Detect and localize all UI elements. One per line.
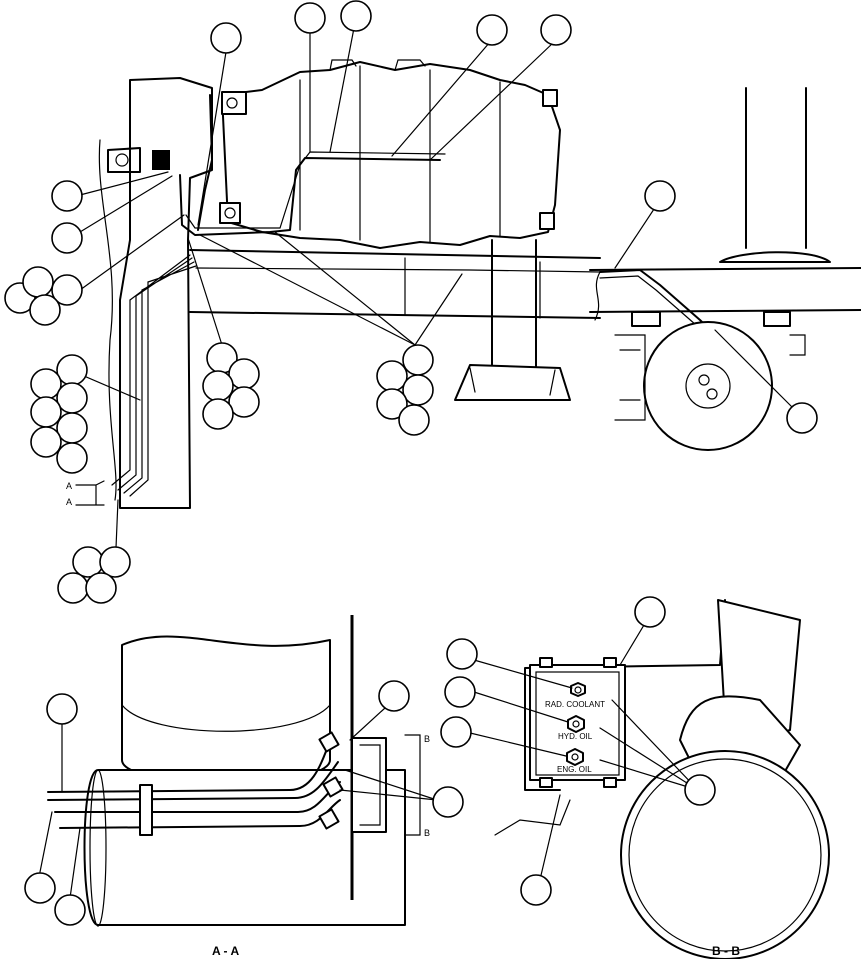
label-eng-oil: ENG. OIL xyxy=(557,765,592,774)
callout-bubble xyxy=(30,396,62,428)
sight-gauge-hyd-oil xyxy=(567,715,585,733)
callout-bubble xyxy=(294,2,326,34)
callout-bubble xyxy=(402,374,434,406)
drive-wheel xyxy=(643,321,773,451)
callout-bubble xyxy=(228,386,260,418)
callout-bubble xyxy=(202,370,234,402)
callout-bubble xyxy=(56,354,88,386)
callout-bubbles xyxy=(4,0,818,926)
section-label-b-upper: B xyxy=(424,734,430,744)
bb-wheel xyxy=(620,750,830,959)
callout-bubble xyxy=(30,368,62,400)
callout-bubble xyxy=(376,388,408,420)
line-bundle-vertical xyxy=(111,281,149,497)
label-hyd-oil: HYD. OIL xyxy=(558,732,593,741)
section-label-b-lower: B xyxy=(424,828,430,838)
callout-bubble xyxy=(24,872,56,904)
callout-bubble xyxy=(51,222,83,254)
callout-bubble xyxy=(46,693,78,725)
hydraulic-tank xyxy=(119,77,213,509)
tank-fitting xyxy=(107,147,141,173)
callout-bubble xyxy=(22,266,54,298)
section-mark-a xyxy=(75,480,105,506)
callout-bubble xyxy=(99,546,131,578)
lift-cylinder xyxy=(745,87,807,249)
filter-element xyxy=(152,150,170,170)
view-aa-label: A - A xyxy=(212,944,239,958)
callout-bubble xyxy=(340,0,372,32)
callout-bubble xyxy=(51,274,83,306)
callout-bubble xyxy=(432,786,464,818)
side-frame xyxy=(589,267,861,313)
support-column xyxy=(491,239,537,371)
callout-bubble xyxy=(520,874,552,906)
mount-bolt-upper xyxy=(221,91,247,115)
callout-bubble xyxy=(446,638,478,670)
callout-bubble xyxy=(56,442,88,474)
mount-bolt-lower xyxy=(219,202,241,224)
callout-bubble xyxy=(56,412,88,444)
callout-bubble xyxy=(378,680,410,712)
callout-bubble xyxy=(540,14,572,46)
callout-bubble xyxy=(202,398,234,430)
sight-gauge-coolant xyxy=(570,682,586,697)
callout-bubble xyxy=(51,180,83,212)
top-main-view: A A xyxy=(66,27,601,549)
callout-bubble xyxy=(57,572,89,604)
callout-bubble xyxy=(476,14,508,46)
callout-bubble xyxy=(786,402,818,434)
callout-bubble xyxy=(54,894,86,926)
callout-bubble xyxy=(444,676,476,708)
view-bb: RAD. COOLANT HYD. OIL ENG. OIL B - B xyxy=(465,599,830,959)
callout-bubble xyxy=(684,774,716,806)
callout-bubble xyxy=(210,22,242,54)
callout-bubble xyxy=(398,404,430,436)
callout-bubble xyxy=(56,382,88,414)
view-aa: B B A - A xyxy=(39,615,438,958)
top-right-view xyxy=(589,87,861,451)
section-label-a-upper: A xyxy=(66,481,72,491)
callout-bubble xyxy=(376,360,408,392)
tank-upper-section xyxy=(121,635,331,784)
section-label-a-lower: A xyxy=(66,497,72,507)
leader-lines-top xyxy=(69,27,555,549)
view-bb-label: B - B xyxy=(712,944,740,958)
tank-lower-cylinder xyxy=(83,769,406,926)
section-mark-b xyxy=(404,734,421,836)
callout-bubble xyxy=(29,294,61,326)
callout-bubble xyxy=(30,426,62,458)
support-foot xyxy=(454,364,571,401)
callout-bubble xyxy=(85,572,117,604)
transmission-housing xyxy=(221,61,561,249)
callout-bubble xyxy=(402,344,434,376)
callout-bubble xyxy=(634,596,666,628)
gauge-block xyxy=(351,737,387,833)
callout-bubble xyxy=(644,180,676,212)
callout-bubble xyxy=(440,716,472,748)
label-rad-coolant: RAD. COOLANT xyxy=(545,700,605,709)
frame-rail xyxy=(189,249,601,319)
sight-gauge-eng-oil xyxy=(566,748,584,766)
